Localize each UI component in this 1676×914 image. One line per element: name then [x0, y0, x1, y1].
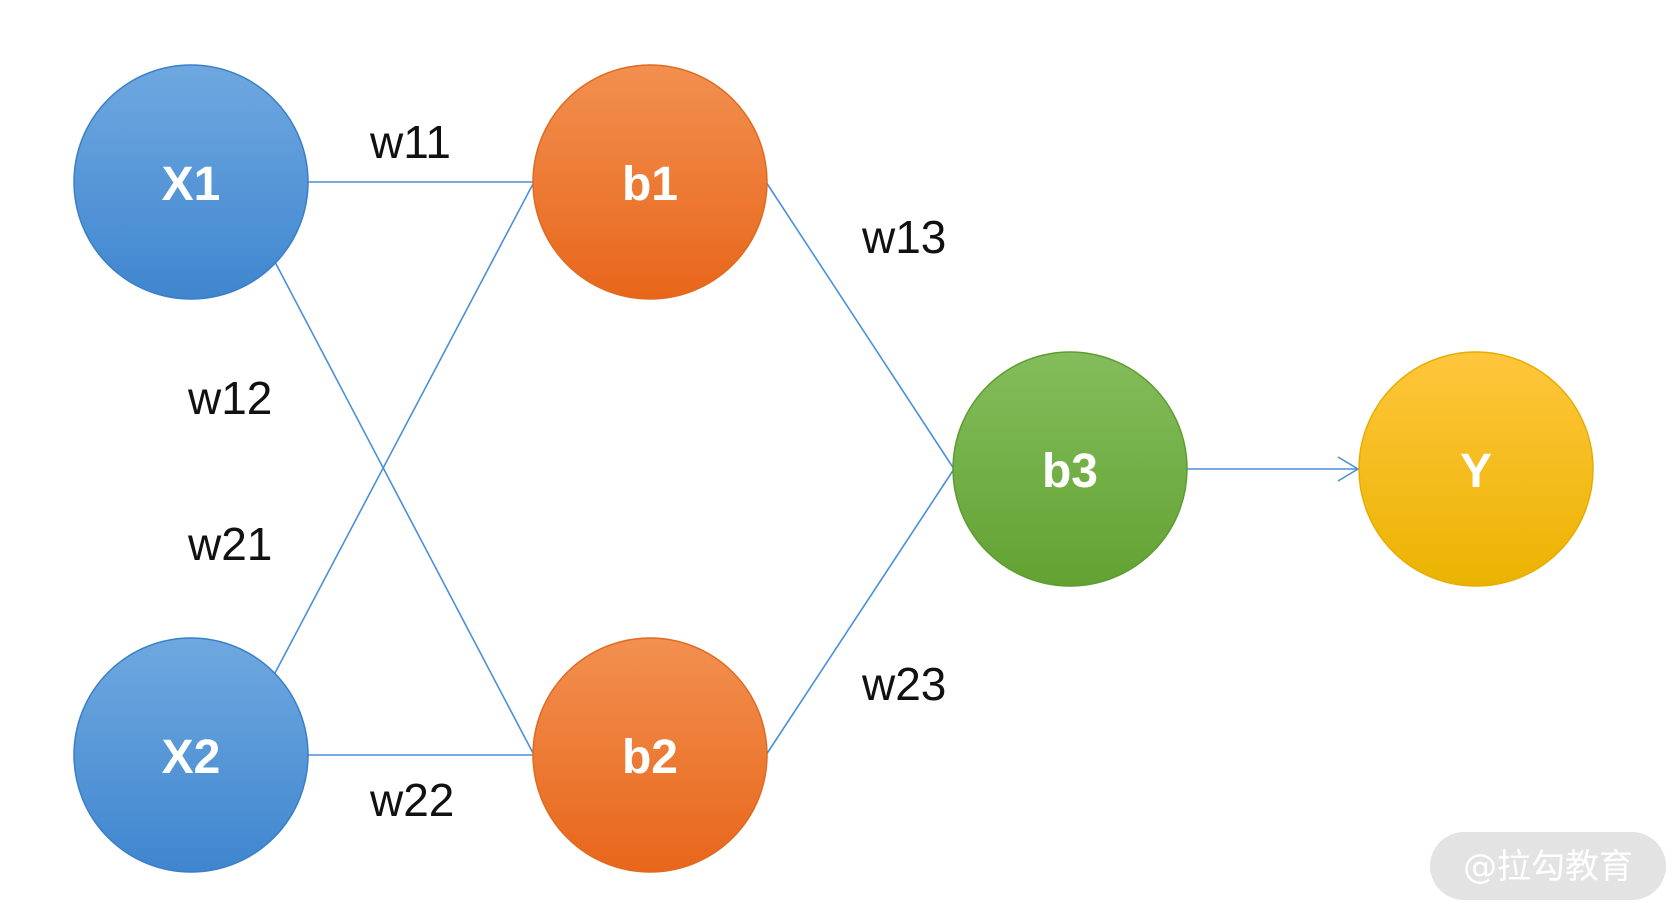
edge-b1-b3 — [765, 181, 955, 470]
node-y: Y — [1358, 351, 1594, 587]
weight-label-w13: w13 — [861, 211, 946, 263]
arrowhead-icon — [1337, 456, 1360, 482]
watermark-pill — [1430, 832, 1666, 900]
node-x2-label: X2 — [162, 731, 221, 784]
node-x1-label: X1 — [162, 158, 221, 211]
node-x2: X2 — [73, 637, 309, 873]
weight-label-w12: w12 — [187, 372, 272, 424]
node-x2-circle — [73, 637, 309, 873]
node-b1-label: b1 — [622, 158, 678, 211]
node-b3: b3 — [952, 351, 1188, 587]
node-y-label: Y — [1460, 445, 1492, 498]
edge-x2-b1 — [274, 181, 535, 674]
node-b2-label: b2 — [622, 731, 678, 784]
node-x1: X1 — [73, 64, 309, 300]
node-b1: b1 — [532, 64, 768, 300]
edge-b2-b3 — [765, 468, 955, 756]
node-b2-circle — [532, 637, 768, 873]
weight-label-w23: w23 — [861, 658, 946, 710]
weight-label-w22: w22 — [369, 774, 454, 826]
weight-labels: w11 w12 w21 w22 w13 w23 — [187, 116, 946, 826]
node-b3-label: b3 — [1042, 445, 1098, 498]
node-y-circle — [1358, 351, 1594, 587]
watermark: @拉勾教育 — [1430, 832, 1666, 900]
node-b1-circle — [532, 64, 768, 300]
node-b3-circle — [952, 351, 1188, 587]
weight-label-w11: w11 — [369, 116, 451, 168]
watermark-text: @拉勾教育 — [1463, 847, 1633, 887]
node-x1-circle — [73, 64, 309, 300]
weight-label-w21: w21 — [187, 518, 272, 570]
edge-x1-b2 — [274, 261, 535, 756]
node-b2: b2 — [532, 637, 768, 873]
edges — [274, 181, 1360, 756]
